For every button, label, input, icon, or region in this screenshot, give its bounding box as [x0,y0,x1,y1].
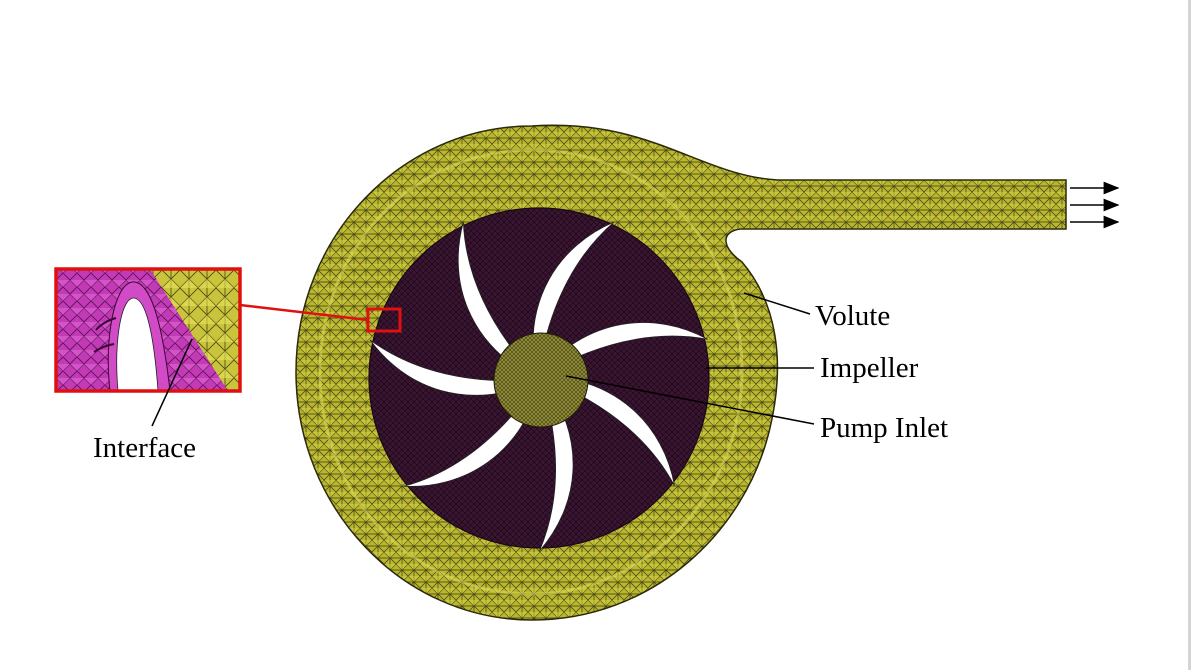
interface-callout-connector [239,303,369,322]
label-interface: Interface [93,432,196,464]
leader-pump-inlet [565,375,815,425]
label-pump-inlet: Pump Inlet [820,412,948,444]
image-right-border [1188,0,1191,670]
pump-inlet-mesh [493,332,589,428]
impeller-blade [532,221,615,381]
leader-interface [151,338,193,427]
impeller-blade [457,222,540,382]
label-impeller: Impeller [820,352,919,384]
right-arrow-icon [1070,181,1120,229]
interface-zoom-inset [54,267,242,393]
label-volute: Volute [815,300,890,332]
leader-volute [743,292,811,315]
leader-lines [151,292,815,427]
impeller-blade [403,376,543,487]
impeller-blade [537,375,675,486]
